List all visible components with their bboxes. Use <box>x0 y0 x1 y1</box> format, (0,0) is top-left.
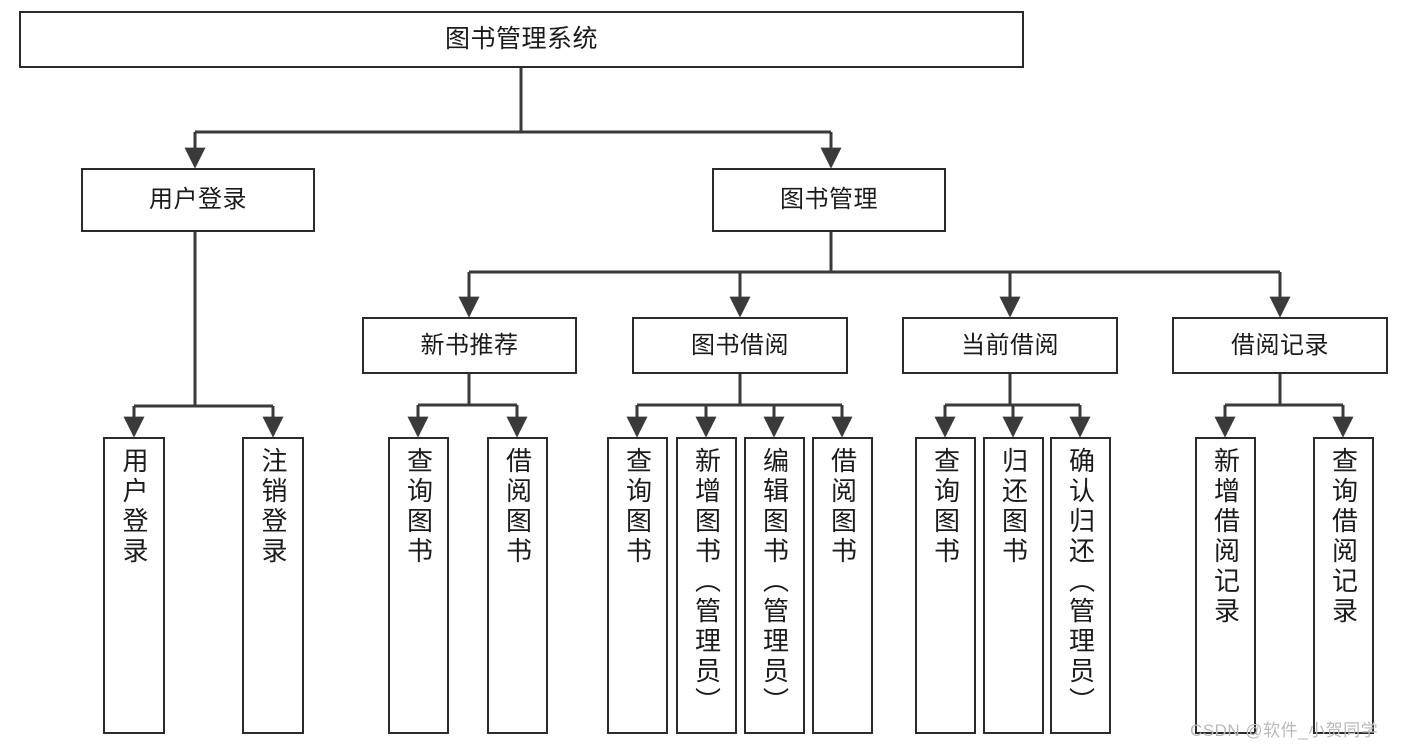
node-label: 借阅图书 <box>502 447 533 567</box>
node-book-borrowing[interactable]: 图书借阅 <box>632 317 848 374</box>
node-label: 借阅记录 <box>1231 331 1329 359</box>
leaf-borrow-book-new[interactable]: 借阅图书 <box>487 437 548 734</box>
node-new-book-recommendation[interactable]: 新书推荐 <box>362 317 577 374</box>
node-label: 归还图书 <box>998 447 1029 567</box>
node-label: 查询图书 <box>403 447 434 567</box>
leaf-add-borrow-record[interactable]: 新增借阅记录 <box>1195 437 1256 734</box>
leaf-logout[interactable]: 注销登录 <box>242 437 304 734</box>
node-label: 用户登录 <box>119 447 149 567</box>
node-label: 新书推荐 <box>420 331 519 359</box>
node-label: 图书管理 <box>780 186 878 214</box>
node-user-login[interactable]: 用户登录 <box>81 168 315 232</box>
node-label: 用户登录 <box>149 186 247 214</box>
leaf-query-borrow-record[interactable]: 查询借阅记录 <box>1313 437 1374 734</box>
leaf-confirm-return-admin[interactable]: 确认归还（管理员） <box>1050 437 1111 734</box>
leaf-query-book-new[interactable]: 查询图书 <box>388 437 449 734</box>
leaf-user-login[interactable]: 用户登录 <box>103 437 165 734</box>
node-label: 借阅图书 <box>827 447 858 567</box>
node-label: 查询图书 <box>622 447 653 567</box>
leaf-add-book-admin[interactable]: 新增图书（管理员） <box>676 437 737 734</box>
node-label: 查询图书 <box>930 447 961 567</box>
node-borrowing-record[interactable]: 借阅记录 <box>1172 317 1388 374</box>
leaf-query-book-current[interactable]: 查询图书 <box>915 437 976 734</box>
node-label: 图书借阅 <box>691 331 789 359</box>
node-label: 注销登录 <box>258 447 288 567</box>
node-label: 新增图书（管理员） <box>691 447 722 717</box>
leaf-edit-book-admin[interactable]: 编辑图书（管理员） <box>744 437 805 734</box>
node-current-borrowing[interactable]: 当前借阅 <box>902 317 1118 374</box>
node-label: 新增借阅记录 <box>1210 447 1241 627</box>
node-book-management[interactable]: 图书管理 <box>712 168 946 232</box>
leaf-query-book-borrow[interactable]: 查询图书 <box>607 437 668 734</box>
leaf-return-book[interactable]: 归还图书 <box>983 437 1044 734</box>
node-label: 当前借阅 <box>961 331 1059 359</box>
node-label: 图书管理系统 <box>444 25 598 54</box>
node-label: 确认归还（管理员） <box>1065 447 1096 717</box>
leaf-borrow-book[interactable]: 借阅图书 <box>812 437 873 734</box>
node-label: 查询借阅记录 <box>1328 447 1359 627</box>
node-root-book-management-system[interactable]: 图书管理系统 <box>19 11 1024 68</box>
node-label: 编辑图书（管理员） <box>759 447 790 717</box>
